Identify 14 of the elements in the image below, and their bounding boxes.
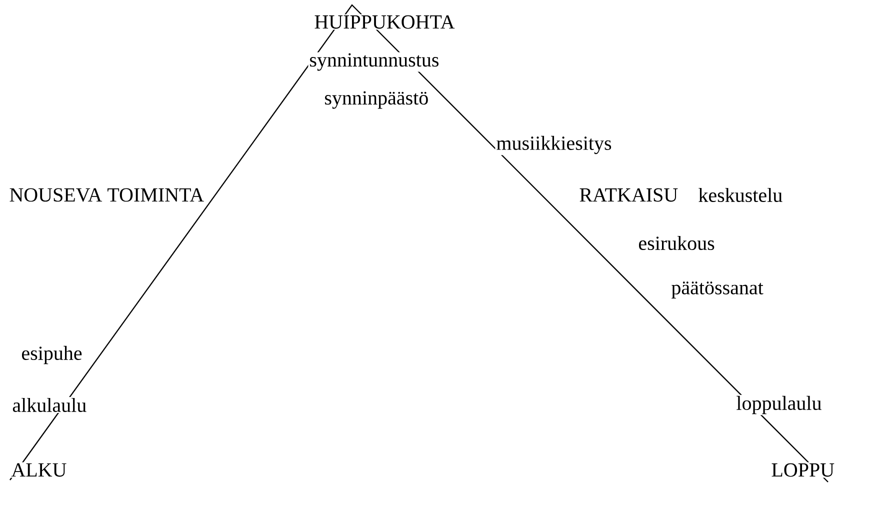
text-label: esirukous (637, 234, 716, 252)
text-label: ALKU (10, 462, 68, 478)
text-label: HUIPPUKOHTA (313, 14, 456, 30)
text-label: keskustelu (697, 186, 784, 204)
text-label: synninpäästö (323, 90, 430, 110)
text-label: RATKAISU (578, 187, 680, 203)
text-label: alkulaulu (11, 396, 88, 414)
text-label: päätössanat (670, 280, 764, 300)
text-label: LOPPU (770, 462, 836, 478)
text-label: esipuhe (20, 344, 84, 366)
text-label: NOUSEVA TOIMINTA (8, 187, 206, 203)
text-label: loppulaulu (735, 394, 823, 416)
text-label: musiikkiesitys (495, 134, 613, 156)
text-label: synnintunnustus (308, 52, 440, 72)
